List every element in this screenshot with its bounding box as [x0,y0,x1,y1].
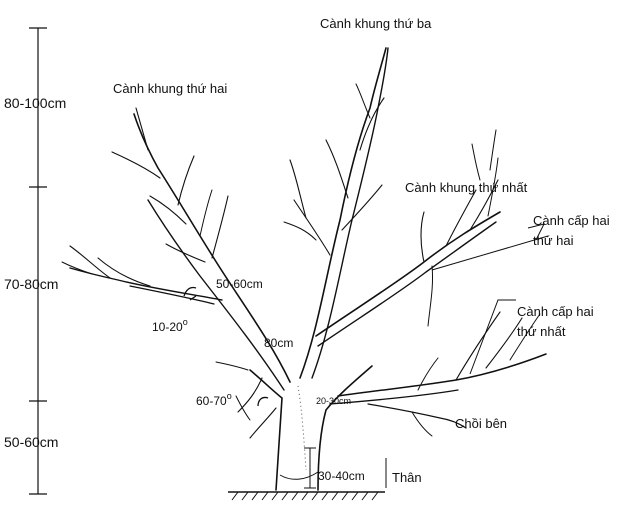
label-second-level-2-line1: Cành cấp hai [533,213,610,228]
scale-label-bottom: 50-60cm [4,434,58,450]
label-side-shoot: Chồi bên [455,416,507,431]
ground-line [228,492,385,500]
leader-lines [184,224,548,488]
branch-side-shoot [368,404,466,436]
branch-lower-left [62,246,222,304]
label-spacing-lower: 20-30cm [316,396,351,406]
branch-first-secondary [330,312,546,404]
label-spacing-upper: 50-60cm [216,277,263,291]
label-angle-upper: 10-20o [152,317,188,334]
label-trunk-height: 30-40cm [318,469,365,483]
label-first-frame: Cành khung thứ nhất [405,180,528,195]
branch-third-frame [284,48,388,378]
label-angle-lower: 60-70o [196,391,232,408]
label-second-level-1-line1: Cành cấp hai [517,304,594,319]
label-third-frame: Cành khung thứ ba [320,16,432,31]
scale-label-top: 80-100cm [4,95,66,111]
label-second-frame: Cành khung thứ hai [113,81,227,96]
label-second-level-1-line2: thứ nhất [517,324,566,339]
scale-label-middle: 70-80cm [4,276,58,292]
label-trunk: Thân [392,470,422,485]
label-second-level-2-line2: thứ hai [533,233,574,248]
top-right-twigs [472,130,496,180]
label-spacing-80: 80cm [264,336,293,350]
